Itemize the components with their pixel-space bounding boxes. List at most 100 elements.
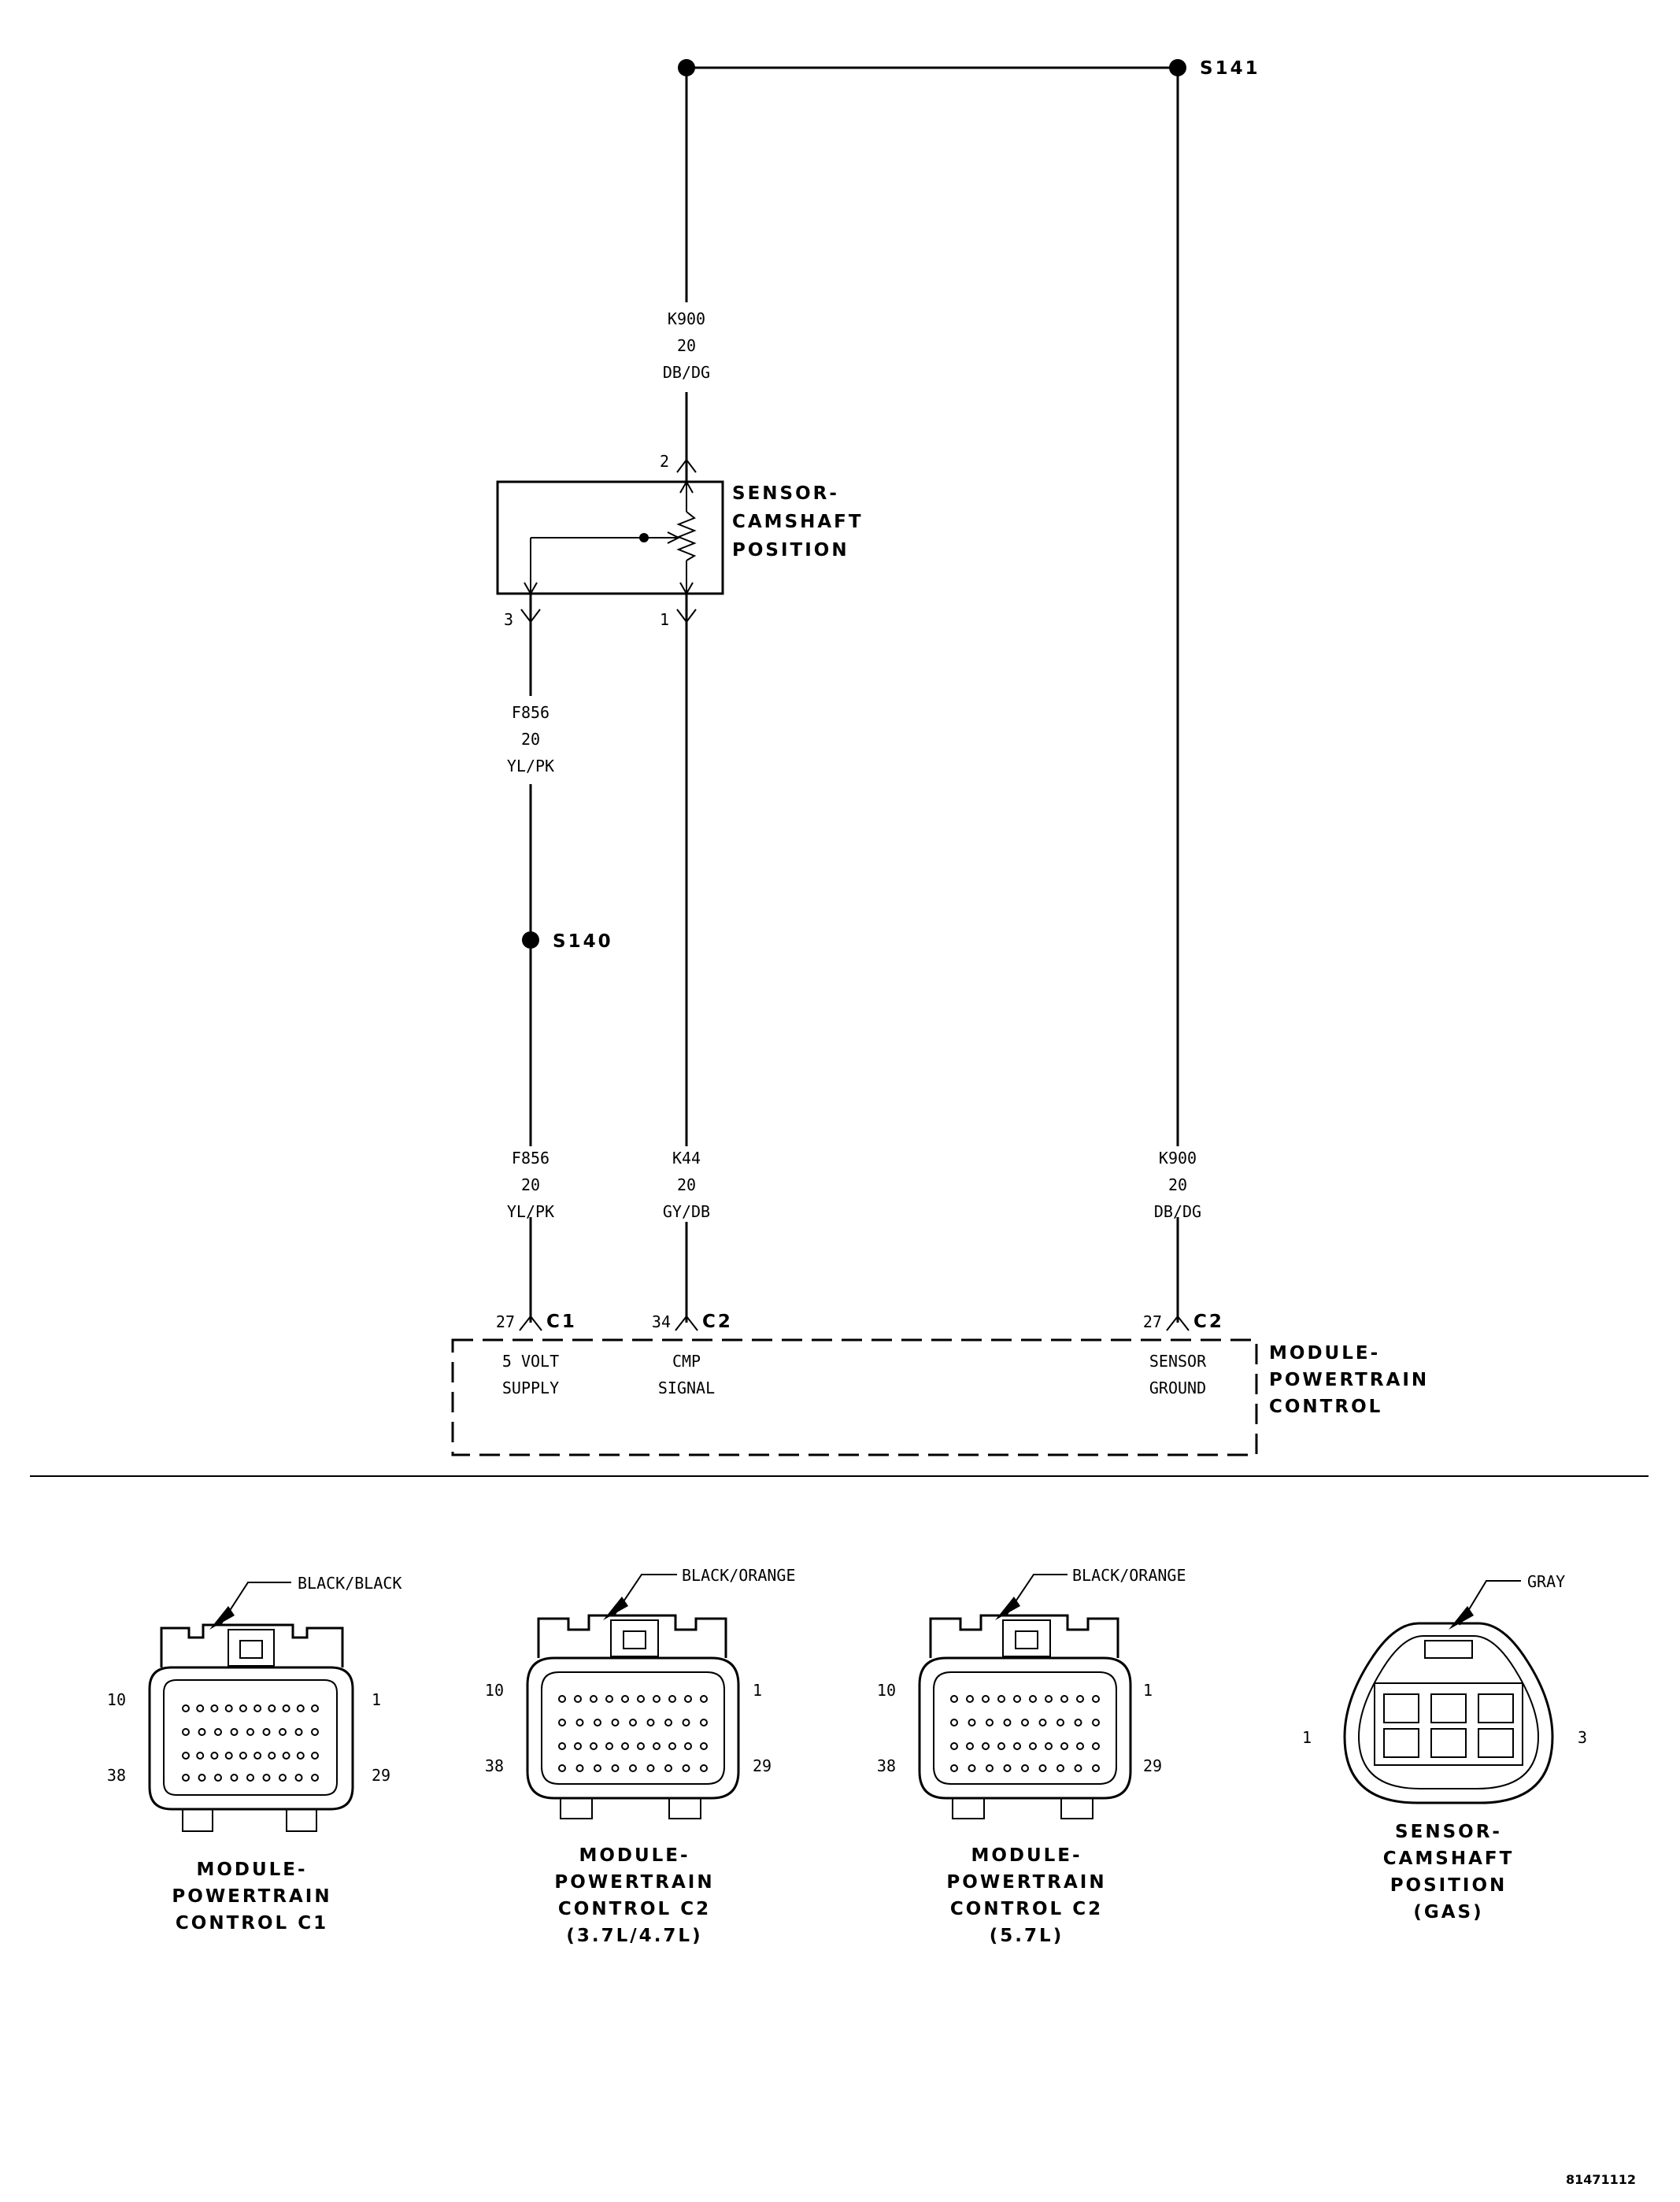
- pin-hole: [682, 1764, 690, 1772]
- resistor-icon: [676, 511, 697, 561]
- connector-pcm-c2a-pin-1: 1: [753, 1681, 762, 1700]
- pin-hole: [997, 1742, 1005, 1750]
- pin-hole: [279, 1728, 287, 1736]
- connector-pcm-c1-title-1: MODULE-: [196, 1860, 307, 1880]
- pcm-pin-2-connector: C2: [702, 1312, 733, 1332]
- pin-hole: [1060, 1742, 1068, 1750]
- pin-hole: [311, 1752, 319, 1760]
- connector-pcm-c1-title-2: POWERTRAIN: [172, 1886, 331, 1907]
- pin-hole: [294, 1774, 303, 1782]
- connector-pcm-c2b-pins: [950, 1695, 1100, 1772]
- pcm-pin-3-desc-1: SENSOR: [1149, 1352, 1207, 1371]
- pin-hole: [1003, 1719, 1012, 1726]
- pin-hole: [311, 1774, 319, 1782]
- pin-hole: [210, 1704, 219, 1712]
- connector-pcm-c1-color: BLACK/BLACK: [298, 1574, 401, 1593]
- pin-hole: [1092, 1719, 1100, 1726]
- pin-hole: [682, 1719, 690, 1726]
- wire-f856-upper: F856 20 YL/PK S140: [507, 703, 611, 1146]
- pin-hole: [294, 1728, 303, 1736]
- connector-sensor-title-1: SENSOR-: [1395, 1822, 1502, 1842]
- pin-hole: [968, 1719, 976, 1726]
- pin-hole: [198, 1774, 206, 1782]
- pin-hole: [1013, 1742, 1021, 1750]
- connector-pcm-c1-title-3: CONTROL C1: [176, 1913, 328, 1934]
- wire-k900-upper-gauge: 20: [677, 336, 696, 355]
- connector-pcm-c2b-title-4: (5.7L): [990, 1926, 1064, 1946]
- connector-sensor-color: GRAY: [1527, 1572, 1565, 1591]
- pin-hole: [982, 1695, 990, 1703]
- connector-pcm-c1-pin-10: 10: [107, 1690, 126, 1709]
- pcm-title-1: MODULE-: [1269, 1343, 1380, 1364]
- pin-hole: [1029, 1742, 1037, 1750]
- pin-hole: [1029, 1695, 1037, 1703]
- pin-hole: [1045, 1742, 1053, 1750]
- pin-hole: [590, 1695, 598, 1703]
- pin-hole: [262, 1774, 271, 1782]
- pin-hole: [684, 1742, 692, 1750]
- pin-hole: [668, 1742, 676, 1750]
- sensor-pin-1: 1: [660, 610, 669, 629]
- connector-sensor-pin-3: 3: [1578, 1728, 1587, 1747]
- pcm-title-2: POWERTRAIN: [1269, 1370, 1429, 1390]
- connector-pcm-c2b-color: BLACK/ORANGE: [1072, 1566, 1186, 1585]
- pin-hole: [629, 1719, 637, 1726]
- pin-hole: [700, 1764, 708, 1772]
- sensor-pin-3: 3: [504, 610, 513, 629]
- pin-hole: [997, 1695, 1005, 1703]
- connector-sensor-camshaft: GRAY 1 3 SENSOR- CAMSHAFT POSITION (GAS): [1302, 1572, 1587, 1923]
- connector-sensor-pin-1: 1: [1302, 1728, 1312, 1747]
- connector-sensor-title-2: CAMSHAFT: [1383, 1849, 1515, 1869]
- pin-hole: [296, 1752, 305, 1760]
- pin-hole: [214, 1774, 222, 1782]
- wire-k44: K44 20 GY/DB: [646, 1146, 727, 1222]
- connector-pcm-c2a-pin-10: 10: [485, 1681, 504, 1700]
- sensor-title-1: SENSOR-: [732, 483, 839, 504]
- top-splice-bus: S141: [678, 58, 1260, 79]
- connector-pcm-c1: BLACK/BLACK 10 1 38 29 MODULE- POWERTRAI…: [107, 1574, 402, 1934]
- wire-k900-lower-circuit: K900: [1159, 1149, 1197, 1168]
- pin-hole: [182, 1752, 190, 1760]
- pin-hole: [668, 1695, 676, 1703]
- wire-f856-lower-circuit: F856: [512, 1149, 550, 1168]
- connector-pcm-c1-pins: [182, 1704, 319, 1782]
- pin-hole: [594, 1719, 601, 1726]
- pin-hole: [653, 1695, 661, 1703]
- pin-hole: [968, 1764, 976, 1772]
- pin-hole: [230, 1774, 239, 1782]
- pin-hole: [1076, 1695, 1084, 1703]
- connector-pcm-c2b-title-1: MODULE-: [971, 1845, 1082, 1866]
- pcm-pin-1-desc-2: SUPPLY: [502, 1379, 559, 1397]
- pin-hole: [246, 1728, 254, 1736]
- pin-hole: [1060, 1695, 1068, 1703]
- pin-hole: [558, 1764, 566, 1772]
- pin-hole: [196, 1704, 205, 1712]
- pin-hole: [253, 1704, 262, 1712]
- pcm-pin-1-desc-1: 5 VOLT: [502, 1352, 559, 1371]
- connector-pcm-c1-pin-29: 29: [372, 1766, 390, 1785]
- pin-hole: [296, 1704, 305, 1712]
- connector-pcm-c2-37-47: BLACK/ORANGE 10 1 38 29 MODULE- POWERTRA…: [485, 1566, 796, 1946]
- connector-sensor-title-3: POSITION: [1390, 1875, 1508, 1896]
- wire-f856-lower: F856 20 YL/PK: [507, 1149, 554, 1323]
- pin-hole: [637, 1695, 645, 1703]
- pin-hole: [574, 1742, 582, 1750]
- splice-label-s141: S141: [1200, 58, 1260, 79]
- wire-k44-gauge: 20: [677, 1175, 696, 1194]
- wire-f856-upper-gauge: 20: [521, 730, 540, 749]
- pin-hole: [182, 1704, 190, 1712]
- pin-hole: [966, 1695, 974, 1703]
- connector-sensor-title-4: (GAS): [1413, 1902, 1483, 1923]
- splice-dot-s140: [522, 931, 539, 949]
- pin-hole: [253, 1752, 262, 1760]
- connector-pcm-c2a-title-2: POWERTRAIN: [554, 1872, 714, 1893]
- pcm-pin-1-connector: C1: [546, 1312, 577, 1332]
- pin-hole: [611, 1764, 620, 1772]
- wire-f856-upper-circuit: F856: [512, 703, 550, 722]
- wire-f856-lower-gauge: 20: [521, 1175, 540, 1194]
- pin-hole: [268, 1752, 276, 1760]
- pin-hole: [700, 1695, 708, 1703]
- wire-f856-upper-color: YL/PK: [507, 757, 554, 775]
- pcm-pin-2: 34 C2 CMP SIGNAL: [652, 1312, 733, 1397]
- connector-pcm-c2b-title-3: CONTROL C2: [950, 1899, 1103, 1919]
